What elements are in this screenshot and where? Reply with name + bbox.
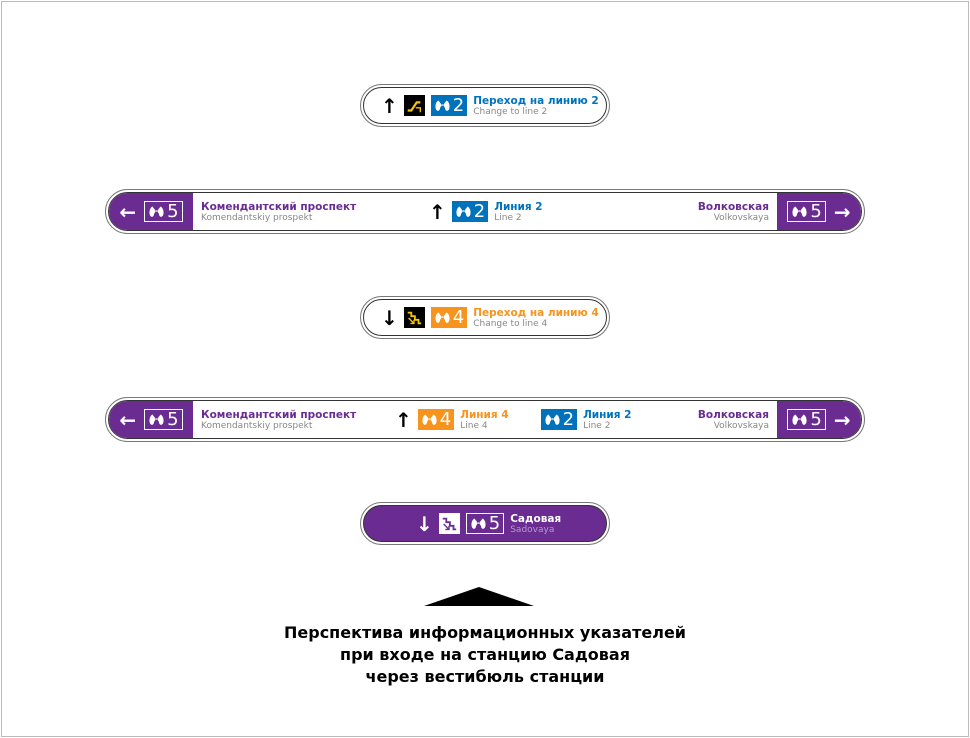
metro-line-badge: 4: [430, 306, 468, 328]
line-number: 4: [439, 408, 452, 430]
caption-line: Перспектива информационных указателей: [284, 623, 686, 642]
right-direction-cap: 5→: [777, 193, 861, 230]
caption-line: через вестибюль станции: [365, 667, 605, 686]
sign-subtitle: Change to line 4: [473, 318, 548, 329]
caption: Перспектива информационных указателей пр…: [0, 622, 970, 688]
line2-subtitle: Line 2: [583, 420, 611, 431]
right-subtitle: Volkovskaya: [713, 212, 769, 223]
metro-line-badge: 5: [465, 512, 505, 534]
arrow-right-icon: →: [833, 407, 851, 432]
escalator-icon: [403, 95, 425, 116]
metro-line-badge: 4: [417, 408, 455, 430]
right-title: Волковская: [697, 200, 769, 213]
arrow-down-icon: ↓: [381, 305, 398, 330]
left-title: Комендантский проспект: [201, 408, 357, 421]
line2-title: Линия 2: [583, 408, 632, 421]
right-direction-cap: 5→: [777, 401, 861, 438]
metro-line-badge: 5: [787, 408, 826, 430]
caption-line: при входе на станцию Садовая: [340, 645, 630, 664]
arrow-left-icon: ←: [119, 407, 137, 432]
arrow-up-icon: ↑: [395, 407, 412, 432]
left-direction-cap: ←5: [109, 401, 193, 438]
line4-subtitle: Line 4: [460, 420, 488, 431]
arrow-down-icon: ↓: [416, 511, 433, 536]
line-number: 2: [452, 94, 465, 116]
metro-line-badge: 5: [144, 200, 183, 222]
perspective-triangle: [424, 587, 534, 606]
line-number: 4: [452, 306, 465, 328]
left-subtitle: Komendantskiy prospekt: [201, 212, 313, 223]
right-title: Волковская: [697, 408, 769, 421]
left-subtitle: Komendantskiy prospekt: [201, 420, 313, 431]
mid-subtitle: Line 2: [494, 212, 522, 223]
right-subtitle: Volkovskaya: [713, 420, 769, 431]
sign-subtitle: Change to line 2: [473, 106, 548, 117]
sign-title: Садовая: [510, 512, 562, 525]
line-number: 5: [810, 200, 822, 222]
line-number: 5: [167, 200, 179, 222]
arrow-up-icon: ↑: [381, 93, 398, 118]
left-title: Комендантский проспект: [201, 200, 357, 213]
line-number: 2: [562, 408, 575, 430]
metro-line-badge: 2: [430, 94, 468, 116]
arrow-left-icon: ←: [119, 199, 137, 224]
stairs-down-icon: [438, 513, 460, 534]
arrow-right-icon: →: [833, 199, 851, 224]
metro-line-badge: 5: [787, 200, 826, 222]
metro-line-badge: 2: [540, 408, 578, 430]
line4-title: Линия 4: [460, 408, 509, 421]
line-number: 5: [810, 408, 822, 430]
metro-line-badge: 5: [144, 408, 183, 430]
sign-subtitle: Sadovaya: [510, 524, 555, 535]
line-number: 5: [167, 408, 179, 430]
mid-title: Линия 2: [494, 200, 543, 213]
line-number: 5: [488, 512, 501, 534]
stairs-down-icon: [403, 307, 425, 328]
metro-line-badge: 2: [451, 200, 489, 222]
line-number: 2: [473, 200, 486, 222]
sign-title: Переход на линию 2: [473, 94, 599, 107]
left-direction-cap: ←5: [109, 193, 193, 230]
arrow-up-icon: ↑: [429, 199, 446, 224]
sign-title: Переход на линию 4: [473, 306, 599, 319]
